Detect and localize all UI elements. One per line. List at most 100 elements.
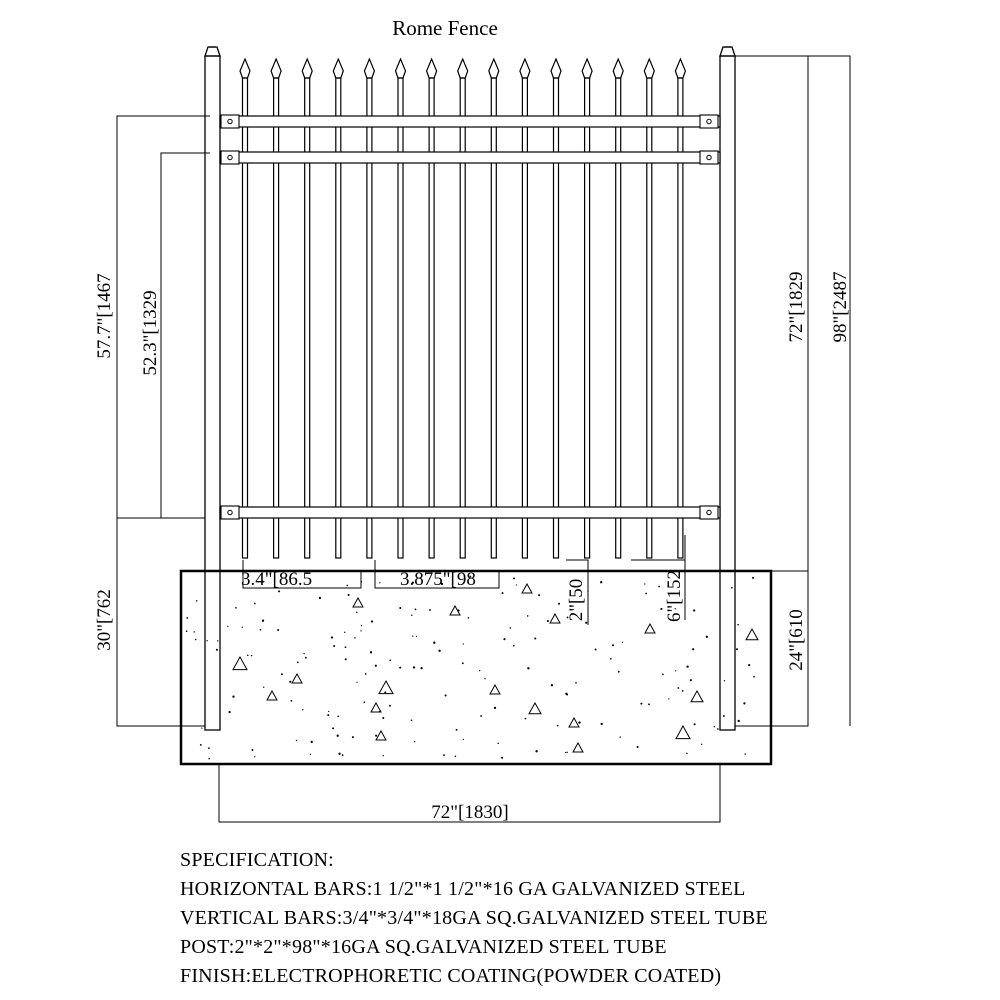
speck [280,673,283,676]
speck [328,710,330,713]
speck [455,728,458,731]
speck [379,582,381,584]
picket [612,57,624,559]
speck [194,638,197,641]
speck [454,755,457,758]
speck [195,600,198,602]
speck [744,753,746,755]
speck [609,657,612,660]
speck [556,724,559,727]
picket [674,57,687,559]
speck [247,654,249,656]
speck [290,700,293,702]
aggregate-stone [291,672,303,684]
top-rail [219,115,721,128]
speck [717,728,719,730]
speck [411,581,414,584]
speck [648,703,650,706]
specification-block: SPECIFICATION: HORIZONTAL BARS:1 1/2"*1 … [180,846,768,991]
picket [457,57,469,559]
speck [461,662,464,665]
aggregate-stone [370,701,382,713]
spec-finish: FINISH:ELECTROPHORETIC COATING(POWDER CO… [180,965,722,987]
speck [250,654,253,657]
aggregate-stone [521,582,533,594]
aggregate-stone [644,622,656,634]
speck [713,726,715,728]
aggregate-stone [449,604,461,616]
dimension-labels: 57.7"[1467 52.3"[1329 72"[1829 98"[2487 … [94,271,851,823]
speck [375,734,378,737]
speck [619,736,621,738]
speck [302,709,304,711]
speck [662,673,664,676]
picket [550,57,562,559]
speck [347,593,350,597]
speck [251,749,254,751]
speck [480,715,483,717]
speck [215,648,218,651]
speck [415,635,418,638]
speck [743,702,746,705]
speck [235,606,237,609]
aggregate-stone [232,655,248,671]
right-post [719,46,736,731]
rail-bracket [699,505,719,520]
rail-bracket [220,114,240,129]
left-post [204,46,221,731]
speck [332,727,335,730]
speck [503,638,506,641]
speck [594,648,597,651]
speck [660,607,663,610]
aggregate-stone [528,701,542,715]
aggregate-stone [745,627,759,641]
speck [261,619,265,622]
speck [440,582,444,586]
speck [227,625,229,628]
dim-rail-clearance: 6"[152 [664,570,685,622]
aggregate-stone [568,716,580,728]
speck [564,751,567,754]
speck [254,756,256,758]
picket [239,57,251,559]
speck [277,629,280,631]
picket [519,57,531,559]
second-rail [219,151,721,164]
speck [444,694,447,697]
speck [336,734,339,737]
speck [412,666,416,669]
speck [578,721,581,724]
horizontal-rails [219,115,721,519]
speck [515,584,518,586]
speck [600,722,603,726]
speck [575,681,577,684]
speck [333,645,336,647]
speck [354,637,356,639]
rail-bracket [699,150,719,165]
speck [686,665,689,668]
picket [488,57,500,559]
dim-second-rail: 52.3"[1329 [140,290,161,375]
dimension-lines [116,55,851,823]
picket [332,57,344,559]
dim-footing-depth: 24"[610 [786,609,807,671]
speck [399,666,402,669]
speck [640,702,643,705]
speck [330,636,334,639]
speck [232,695,235,698]
speck [513,577,515,580]
speck [382,716,385,720]
speck [686,752,688,755]
speck [414,608,417,611]
speck [566,751,568,754]
picket [643,57,655,559]
speck [356,681,358,683]
speck [389,704,391,707]
aggregate-stone [690,689,704,703]
dim-width: 72"[1830] [431,802,508,823]
speck [689,679,692,682]
speck [550,684,554,687]
speck [344,631,346,633]
speck [344,646,347,648]
